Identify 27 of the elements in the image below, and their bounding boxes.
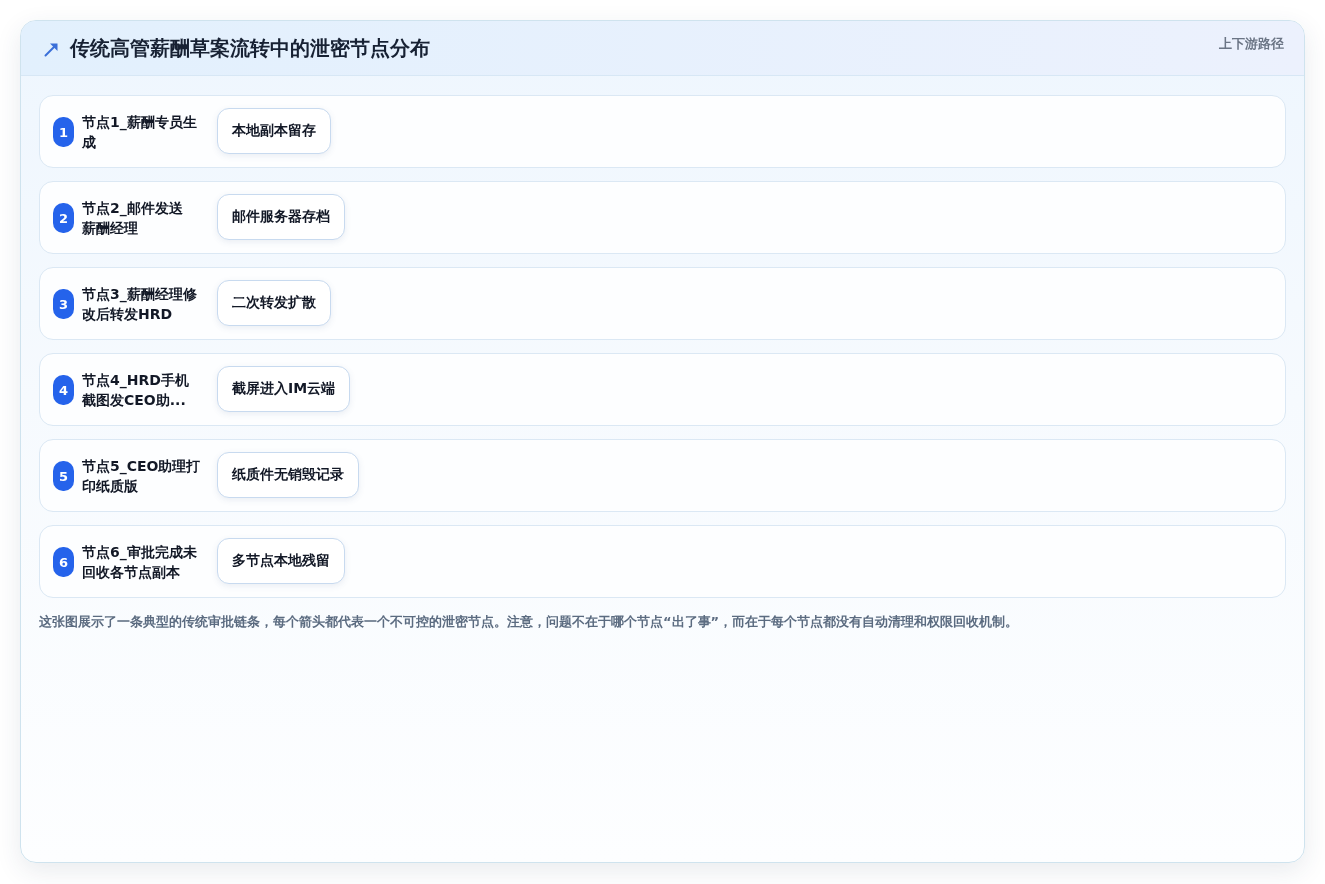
row-panel <box>39 181 1286 254</box>
tag-pill: 纸质件无销毁记录 <box>217 452 359 498</box>
number-badge: 1 <box>53 117 74 147</box>
number-badge: 2 <box>53 203 74 233</box>
node-label: 节点1_薪酬专员生成 <box>82 112 198 152</box>
number-badge: 3 <box>53 289 74 319</box>
tag-pill: 截屏进入IM云端 <box>217 366 351 412</box>
caption-text: 这张图展示了一条典型的传统审批链条，每个箭头都代表一个不可控的泄密节点。注意，问题不在于哪个节点“出了事”，而在于每个节点都没有自动清理和权限回收机制。 <box>39 613 1019 631</box>
node-label: 节点3_薪酬经理修改后转发HRD <box>82 284 198 324</box>
number-badge: 5 <box>53 461 74 491</box>
number-badge: 6 <box>53 547 74 577</box>
node-label: 节点5_CEO助理打印纸质版 <box>82 456 202 496</box>
node-label: 节点2_邮件发送薪酬经理 <box>82 198 184 238</box>
row-panel <box>39 267 1286 340</box>
row-panel <box>39 525 1286 598</box>
tag-pill: 本地副本留存 <box>217 108 331 154</box>
title-text: 传统高管薪酬草案流转中的泄密节点分布 <box>70 35 430 61</box>
tag-pill: 二次转发扩散 <box>217 280 331 326</box>
node-label: 节点4_HRD手机截图发CEO助... <box>82 370 190 410</box>
number-badge: 4 <box>53 375 74 405</box>
row-panel <box>39 95 1286 168</box>
header-note: 上下游路径 <box>1219 35 1284 53</box>
tag-pill: 邮件服务器存档 <box>217 194 345 240</box>
row-panel <box>39 439 1286 512</box>
node-label: 节点6_审批完成未回收各节点副本 <box>82 542 198 582</box>
row-panel <box>39 353 1286 426</box>
tag-pill: 多节点本地残留 <box>217 538 345 584</box>
